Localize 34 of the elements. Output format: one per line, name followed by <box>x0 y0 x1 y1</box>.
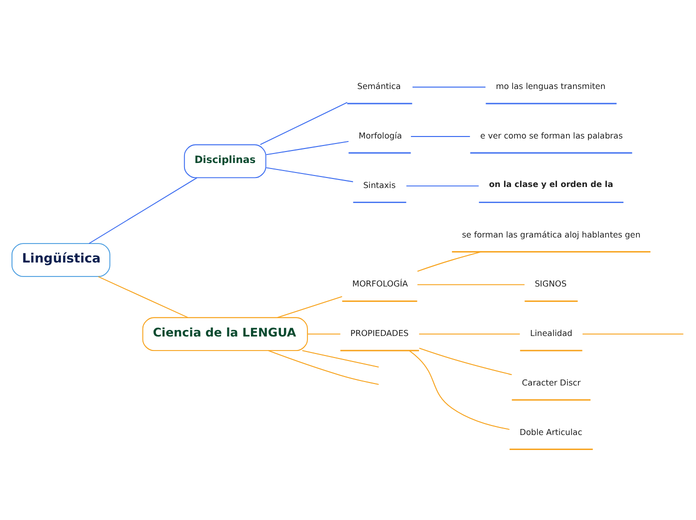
node-text: Sintaxis <box>363 180 396 190</box>
connector <box>268 350 380 385</box>
node-text: Morfología <box>358 130 402 141</box>
connector <box>416 251 482 272</box>
node-text: e ver como se forman las palabras <box>480 130 623 141</box>
connector <box>260 102 348 146</box>
node-text: Caracter Discr <box>522 377 581 388</box>
node-text: PROPIEDADES <box>350 328 409 338</box>
connector <box>416 284 526 286</box>
node-text: se forman las gramática aloj hablantes gen <box>462 229 640 240</box>
node-box: Disciplinas <box>184 144 266 178</box>
node-text: Doble Articulac <box>520 426 582 437</box>
node-box: Lingüística <box>12 243 110 277</box>
connector <box>412 86 486 88</box>
connector <box>406 185 480 186</box>
node-text: SIGNOS <box>534 278 567 289</box>
connector <box>276 296 343 318</box>
node-box: Ciencia de la LENGUA <box>142 317 308 352</box>
node-text: Semántica <box>357 81 401 92</box>
node-text: mo las lenguas transmiten <box>496 81 606 92</box>
connector <box>266 167 354 182</box>
connector <box>302 350 380 368</box>
connector <box>410 136 470 137</box>
connector <box>98 276 188 318</box>
node-text: MORFOLOGÍA <box>352 278 408 289</box>
connector <box>418 334 520 335</box>
connector <box>266 140 350 156</box>
connector <box>582 334 684 335</box>
connector <box>307 334 341 335</box>
node-text: on la clase y el orden de la <box>488 179 614 190</box>
connector <box>88 177 198 244</box>
connector <box>408 350 510 430</box>
node-text: Linealidad <box>530 328 572 338</box>
connector <box>418 348 512 376</box>
